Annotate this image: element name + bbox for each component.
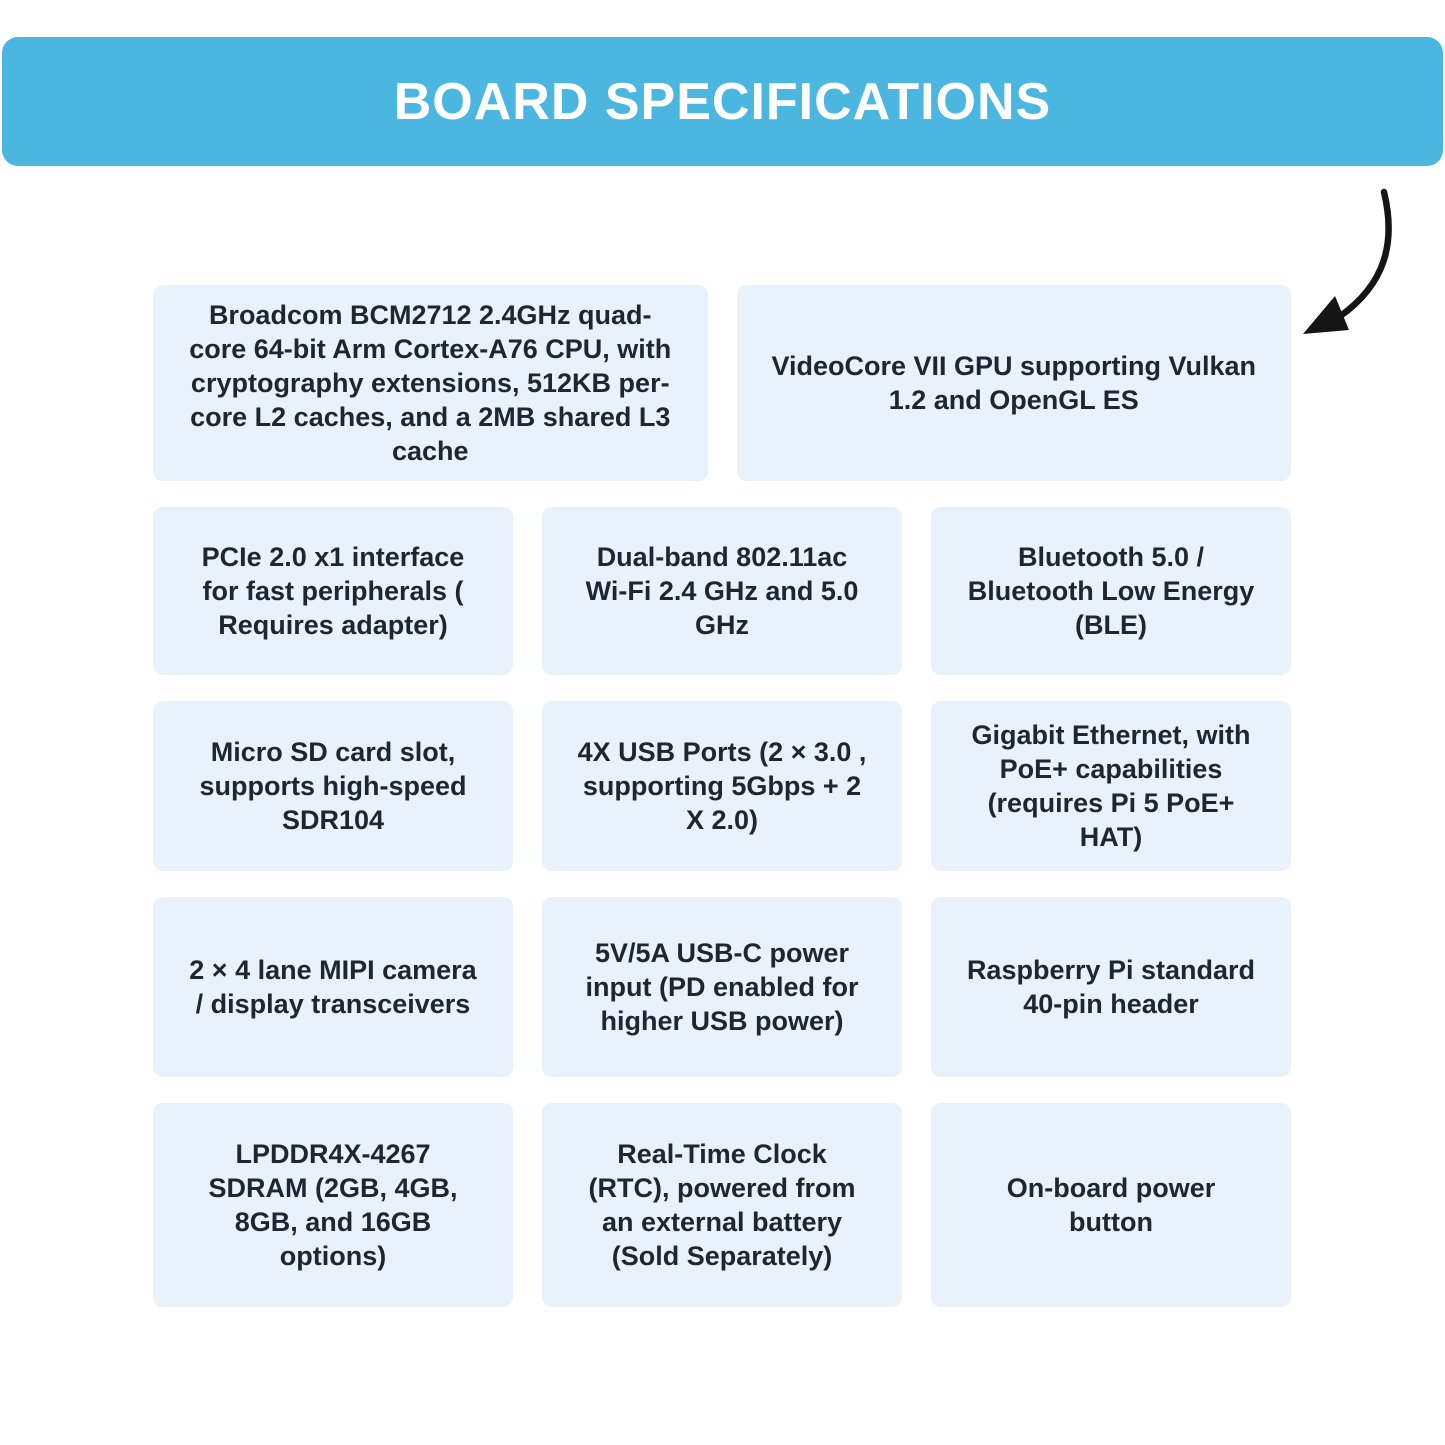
spec-card-text: Gigabit Ethernet, with PoE+ capabilities… [971, 719, 1251, 853]
spec-card-text: Bluetooth 5.0 / Bluetooth Low Energy (BL… [967, 541, 1255, 640]
spec-card-text: Raspberry Pi standard 40-pin header [966, 954, 1256, 1019]
spec-card-cpu: Broadcom BCM2712 2.4GHz quad-core 64-bit… [153, 285, 708, 481]
spec-card-power-input: 5V/5A USB-C power input (PD enabled for … [542, 897, 902, 1077]
spec-card-gpio-header: Raspberry Pi standard 40-pin header [931, 897, 1291, 1077]
spec-card-wifi: Dual-band 802.11ac Wi-Fi 2.4 GHz and 5.0… [542, 507, 902, 675]
spec-card-text: Real-Time Clock (RTC), powered from an e… [588, 1138, 856, 1272]
spec-card-text: LPDDR4X-4267 SDRAM (2GB, 4GB, 8GB, and 1… [208, 1138, 458, 1272]
spec-card-ethernet: Gigabit Ethernet, with PoE+ capabilities… [931, 701, 1291, 871]
spec-card-rtc: Real-Time Clock (RTC), powered from an e… [542, 1103, 902, 1307]
spec-card-bluetooth: Bluetooth 5.0 / Bluetooth Low Energy (BL… [931, 507, 1291, 675]
spec-card-sdram: LPDDR4X-4267 SDRAM (2GB, 4GB, 8GB, and 1… [153, 1103, 513, 1307]
spec-card-text: 5V/5A USB-C power input (PD enabled for … [585, 937, 859, 1036]
header-banner: BOARD SPECIFICATIONS [2, 37, 1443, 166]
spec-card-text: Broadcom BCM2712 2.4GHz quad-core 64-bit… [189, 299, 672, 467]
spec-card-usb-ports: 4X USB Ports (2 × 3.0 , supporting 5Gbps… [542, 701, 902, 871]
spec-card-text: 4X USB Ports (2 × 3.0 , supporting 5Gbps… [577, 736, 867, 835]
spec-card-text: Micro SD card slot, supports high-speed … [199, 736, 467, 835]
page-title: BOARD SPECIFICATIONS [393, 72, 1052, 131]
spec-card-text: On-board power button [1006, 1172, 1216, 1237]
spec-card-microsd: Micro SD card slot, supports high-speed … [153, 701, 513, 871]
spec-cards-grid: Broadcom BCM2712 2.4GHz quad-core 64-bit… [153, 285, 1291, 1307]
spec-card-text: PCIe 2.0 x1 interface for fast periphera… [201, 541, 465, 640]
spec-card-text: VideoCore VII GPU supporting Vulkan 1.2 … [771, 350, 1257, 415]
spec-card-mipi: 2 × 4 lane MIPI camera / display transce… [153, 897, 513, 1077]
spec-card-text: 2 × 4 lane MIPI camera / display transce… [189, 954, 477, 1019]
spec-card-text: Dual-band 802.11ac Wi-Fi 2.4 GHz and 5.0… [585, 541, 859, 640]
spec-card-power-button: On-board power button [931, 1103, 1291, 1307]
spec-card-gpu: VideoCore VII GPU supporting Vulkan 1.2 … [736, 285, 1291, 481]
spec-card-pcie: PCIe 2.0 x1 interface for fast periphera… [153, 507, 513, 675]
